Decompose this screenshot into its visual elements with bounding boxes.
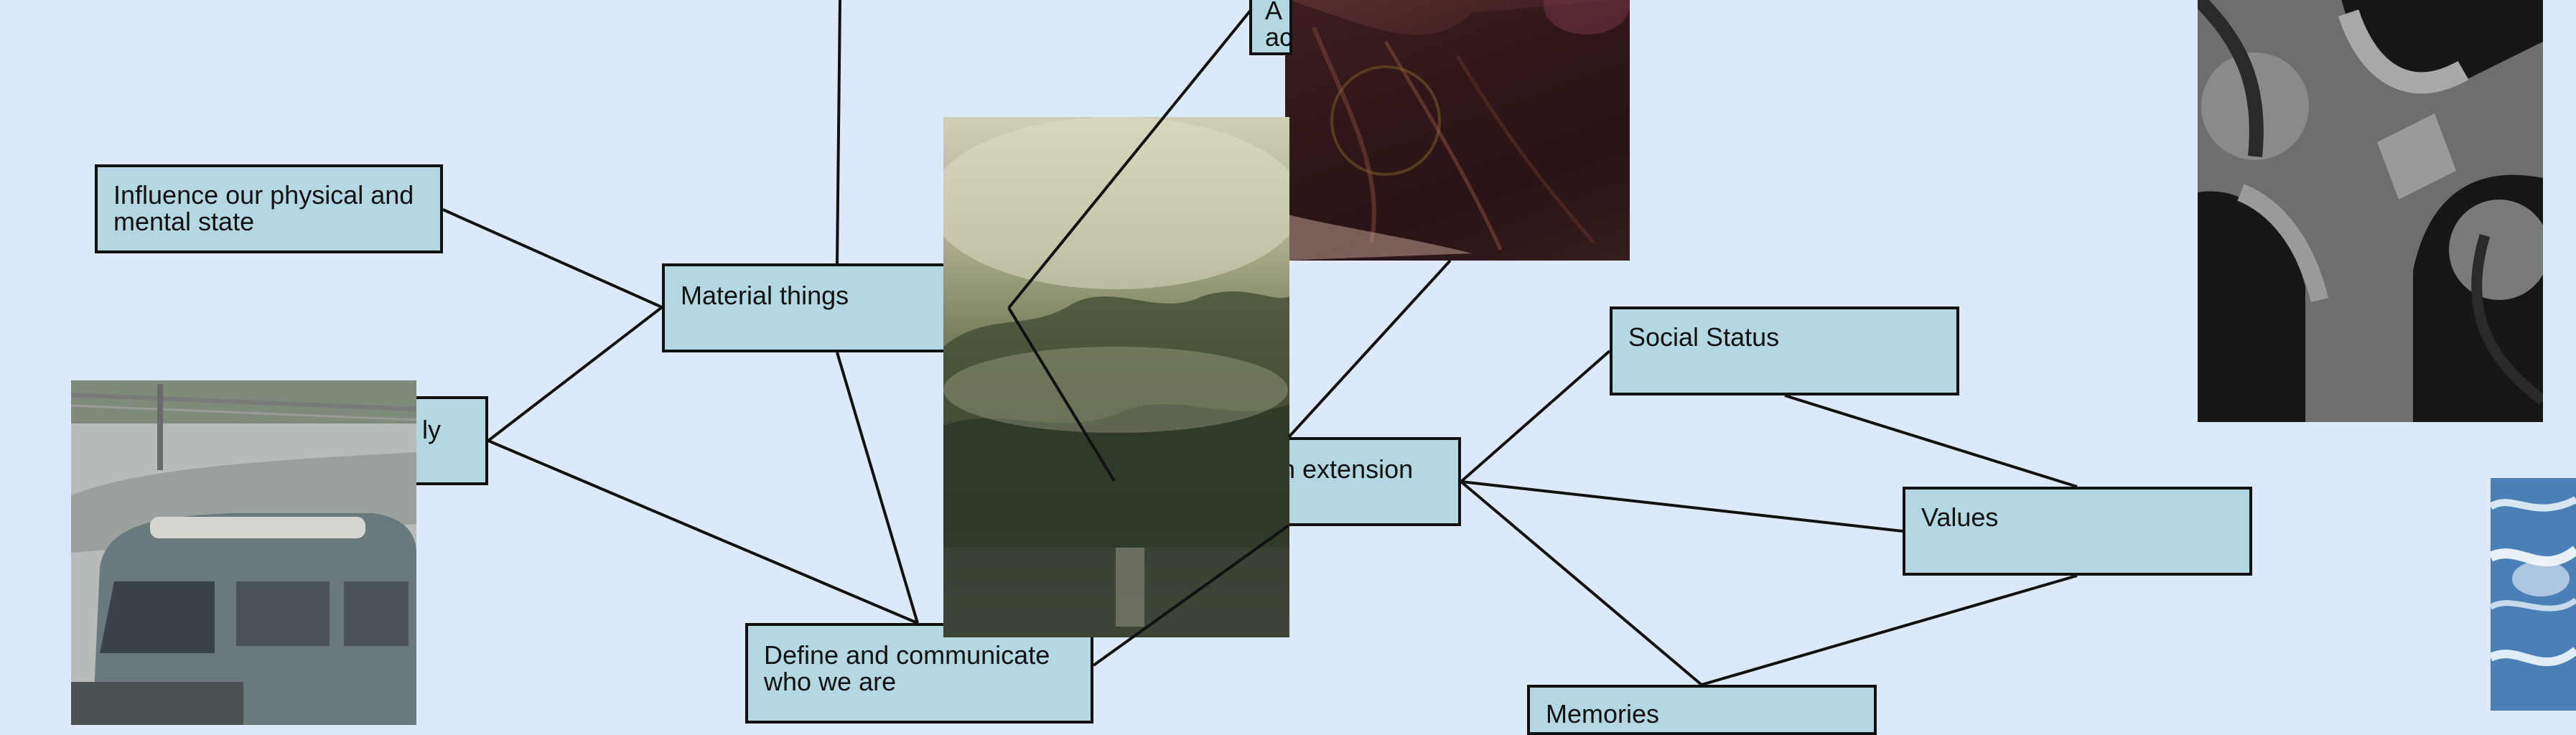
edge-values-memories bbox=[1701, 574, 2078, 686]
edge-extension-values bbox=[1460, 480, 1903, 533]
arch-photo-art bbox=[2198, 0, 2543, 422]
node-extension[interactable]: n extension bbox=[1264, 437, 1461, 526]
edge-extension-memories bbox=[1460, 480, 1703, 686]
node-define[interactable]: Define and communicate who we are bbox=[745, 623, 1093, 724]
van-photo[interactable] bbox=[71, 380, 416, 725]
edge-influence-material bbox=[442, 208, 663, 309]
edge-extension-social bbox=[1460, 350, 1611, 483]
edge-material-define bbox=[836, 352, 919, 624]
edge-body-define bbox=[487, 439, 918, 624]
edge-branch-down bbox=[1007, 306, 1116, 482]
arch-photo[interactable] bbox=[2198, 0, 2543, 422]
edge-material-top bbox=[836, 0, 841, 264]
node-body[interactable]: ly bbox=[409, 396, 488, 485]
forest-photo-art bbox=[943, 117, 1289, 637]
water-photo-art bbox=[2491, 478, 2576, 711]
edge-body-material bbox=[487, 306, 663, 442]
node-material-things[interactable]: Material things bbox=[662, 263, 949, 352]
node-values[interactable]: Values bbox=[1903, 487, 2252, 576]
water-photo[interactable] bbox=[2491, 478, 2576, 711]
mind-map-canvas: A ac Influence our physical and mental s… bbox=[71, 0, 2576, 735]
forest-photo[interactable] bbox=[943, 117, 1289, 637]
edge-social-values bbox=[1784, 394, 2078, 488]
node-influence[interactable]: Influence our physical and mental state bbox=[95, 164, 443, 253]
van-photo-art bbox=[71, 380, 416, 725]
edge-define-extension bbox=[1092, 524, 1290, 667]
node-a-top[interactable]: A ac bbox=[1249, 0, 1292, 55]
node-social-status[interactable]: Social Status bbox=[1610, 306, 1959, 395]
edge-a-top-branch bbox=[1007, 8, 1253, 309]
edge-extension-top bbox=[1287, 259, 1452, 439]
connector-lines bbox=[442, 0, 2078, 686]
woman-photo[interactable] bbox=[1285, 0, 1630, 261]
woman-photo-art bbox=[1285, 0, 1630, 261]
